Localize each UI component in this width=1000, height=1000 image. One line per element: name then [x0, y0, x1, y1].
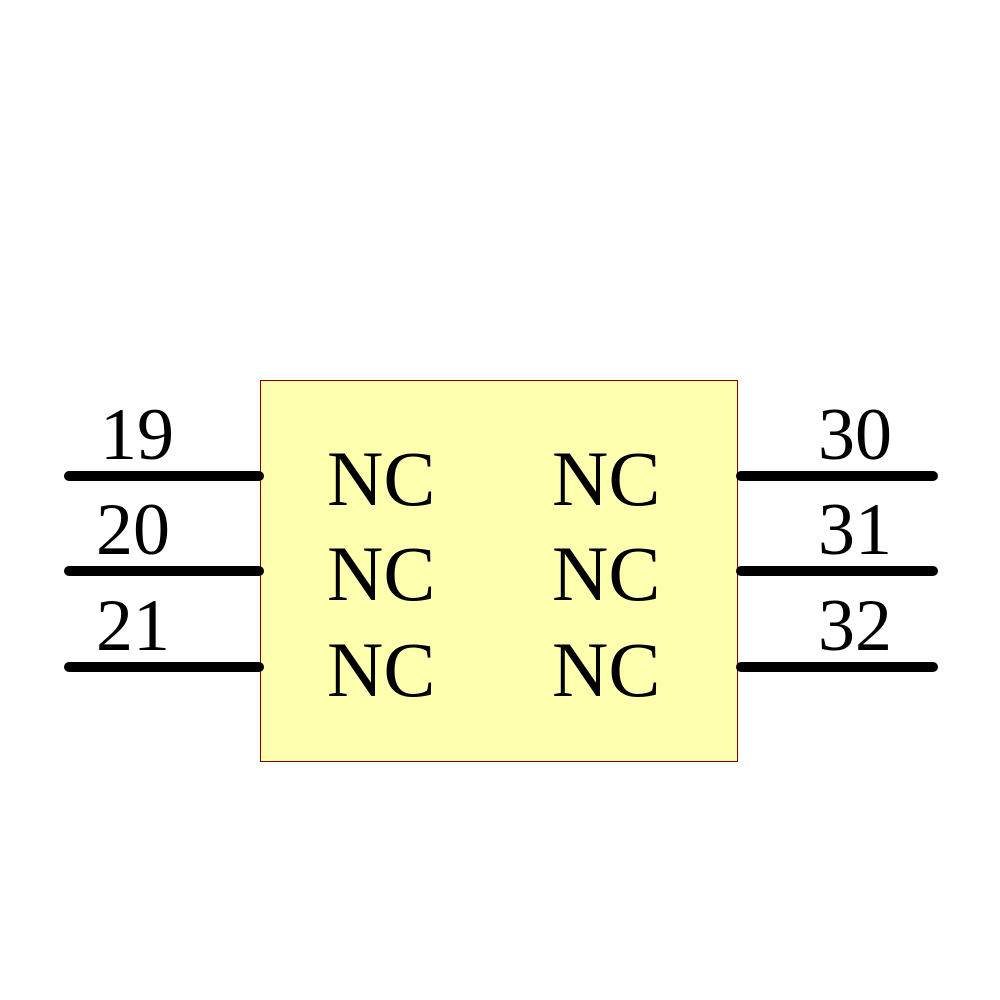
pin-30-label: NC [552, 435, 661, 522]
pin-number-31: 31 [818, 489, 892, 571]
pin-31-line [736, 566, 938, 576]
pin-21-line [64, 662, 264, 672]
pin-30-line [736, 471, 938, 481]
pin-19-line [64, 471, 264, 481]
pin-31-label: NC [552, 530, 661, 617]
pin-number-21: 21 [96, 585, 170, 667]
pin-number-19: 19 [100, 394, 174, 476]
component-body [260, 380, 738, 762]
pin-number-30: 30 [818, 394, 892, 476]
pin-21-label: NC [327, 626, 436, 713]
pin-32-line [736, 662, 938, 672]
pin-32-label: NC [552, 626, 661, 713]
pin-number-32: 32 [818, 585, 892, 667]
pin-20-label: NC [327, 530, 436, 617]
pin-number-20: 20 [96, 489, 170, 571]
pin-20-line [64, 566, 264, 576]
pin-19-label: NC [327, 435, 436, 522]
